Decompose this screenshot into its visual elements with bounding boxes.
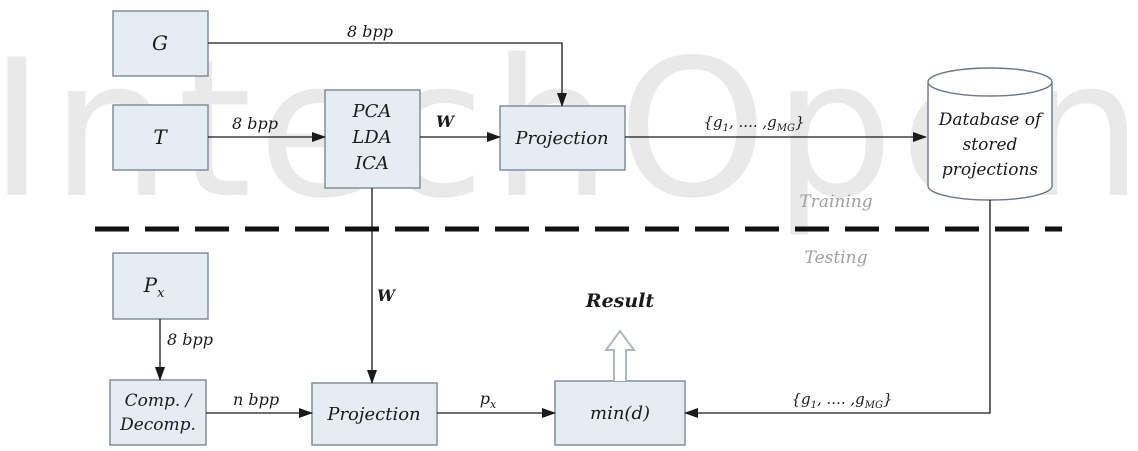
label-w-down: W xyxy=(377,286,397,305)
arrow-g-to-projection xyxy=(208,42,567,107)
projection-bottom-label: Projection xyxy=(326,404,420,425)
label-testing: Testing xyxy=(805,248,868,268)
label-training: Training xyxy=(799,192,872,212)
label-result: Result xyxy=(585,290,655,312)
block-projection-top: Projection xyxy=(499,105,626,171)
block-px: Px xyxy=(112,252,209,320)
database-line-3: projections xyxy=(942,160,1039,180)
px-sub: x xyxy=(157,286,165,301)
projection-top-label: Projection xyxy=(514,128,608,149)
block-t-label: T xyxy=(153,125,168,149)
block-px-label: Px xyxy=(143,273,165,301)
label-t-bpp: 8 bpp xyxy=(232,114,278,133)
label-px-bpp: 8 bpp xyxy=(167,330,213,349)
method-ica: ICA xyxy=(354,153,389,174)
block-g-label: G xyxy=(152,31,168,55)
px-main: P xyxy=(143,273,158,297)
comp-line-2: Decomp. xyxy=(119,415,196,435)
label-comp-bpp: n bpp xyxy=(233,390,279,409)
min-label: min(d) xyxy=(590,403,650,424)
block-t: T xyxy=(112,104,209,171)
comp-line-1: Comp. / xyxy=(125,391,194,411)
label-gallery-bottom: {g1, .... ,gMG} xyxy=(791,390,892,411)
method-pca: PCA xyxy=(352,101,392,122)
block-projection-bottom: Projection xyxy=(311,382,438,446)
result-arrow xyxy=(604,329,636,381)
database-line-1: Database of xyxy=(938,110,1044,130)
database-line-2: stored xyxy=(963,135,1018,155)
block-database: Database of stored projections xyxy=(927,67,1053,201)
block-methods: PCA LDA ICA xyxy=(324,89,421,189)
block-g: G xyxy=(112,10,209,77)
block-comp: Comp. / Decomp. xyxy=(109,379,207,446)
label-g-bpp: 8 bpp xyxy=(347,22,393,41)
method-lda: LDA xyxy=(351,127,391,148)
label-w-top: W xyxy=(436,112,456,131)
arrow-database-to-min xyxy=(684,200,991,418)
label-px-projected: px xyxy=(480,389,497,411)
block-min: min(d) xyxy=(554,380,686,446)
